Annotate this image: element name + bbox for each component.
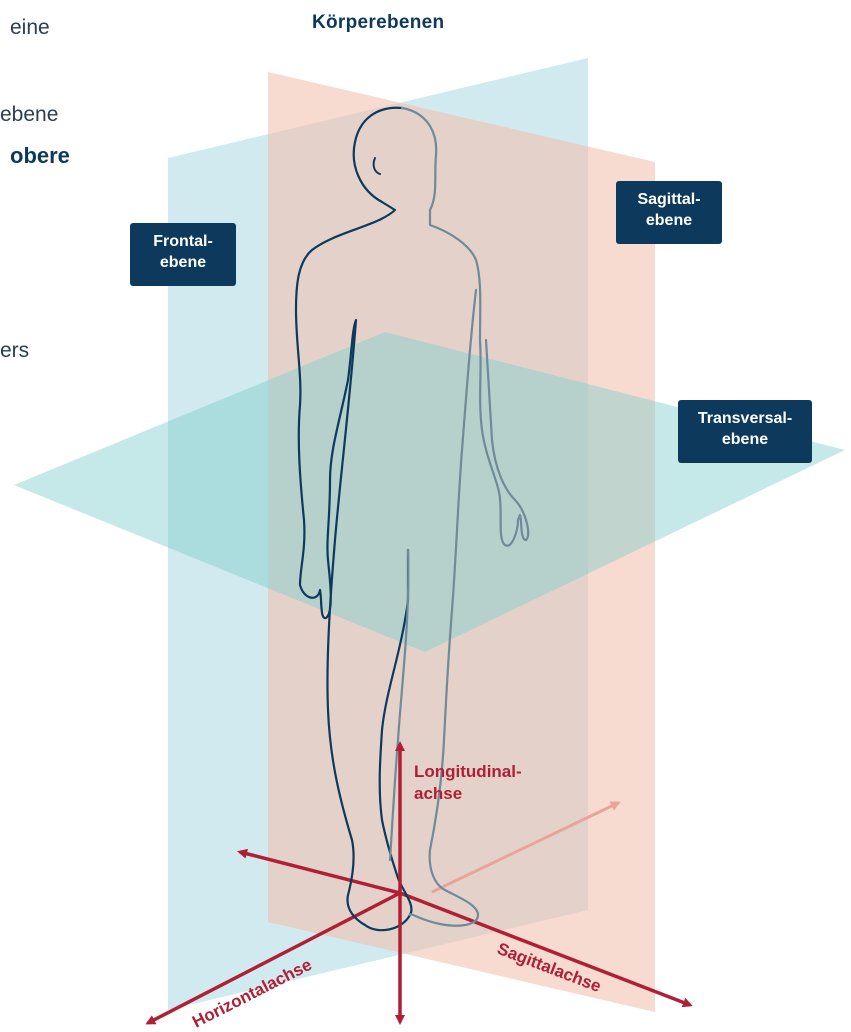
sagittal-label-line1: Sagittal- <box>626 189 712 210</box>
longitudinal-label-line1: Longitudinal- <box>414 761 522 783</box>
frontal-label-line1: Frontal- <box>140 231 226 252</box>
transversal-plane-label: Transversal- ebene <box>678 400 812 463</box>
transversal-label-line2: ebene <box>688 429 802 450</box>
transversal-plane <box>14 332 845 652</box>
longitudinal-axis-label: Longitudinal- achse <box>414 761 522 805</box>
frontal-plane-label: Frontal- ebene <box>130 223 236 286</box>
frontal-label-line2: ebene <box>140 252 226 273</box>
sagittal-plane-label: Sagittal- ebene <box>616 181 722 244</box>
transversal-label-line1: Transversal- <box>688 408 802 429</box>
longitudinal-label-line2: achse <box>414 783 522 805</box>
sagittal-label-line2: ebene <box>626 210 712 231</box>
